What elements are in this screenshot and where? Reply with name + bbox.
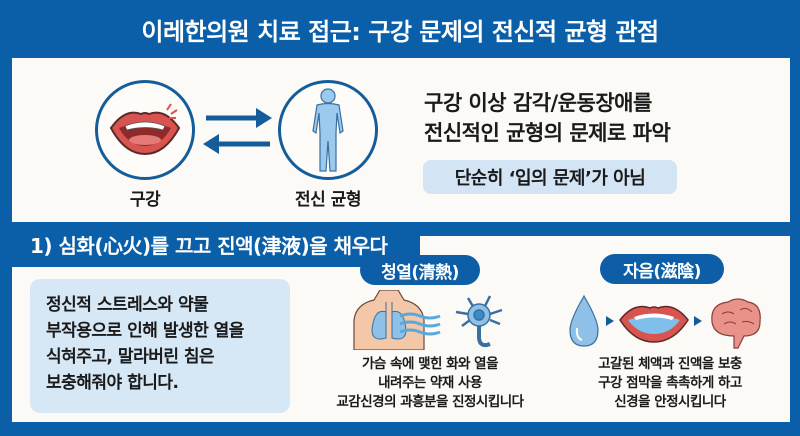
body-node (278, 80, 378, 180)
note-line: 보충해줘야 합니다. (46, 373, 179, 393)
desc-line: 교감신경의 과흥분을 진정시킵니다 (336, 394, 524, 410)
headline-line-2: 전신적인 균형의 문제로 파악 (424, 121, 671, 145)
body-balance-label: 전신 균형 (295, 190, 361, 210)
mouth-icon (109, 103, 181, 156)
clear-heat-icons (353, 290, 503, 350)
note-line: 정신적 스트레스와 약물 (46, 295, 209, 315)
arrow-right-icon (694, 316, 702, 326)
section-1-title: 1) 심화(心火)를 끄고 진액(津液)을 채우다 (30, 234, 388, 258)
section-1-note: 정신적 스트레스와 약물 부작용으로 인해 발생한 열을 식혀주고, 말라버린 … (30, 279, 290, 413)
clear-heat-pill: 청열(清熱) (360, 255, 480, 285)
desc-line: 구강 점막을 촉촉하게 하고 (598, 375, 742, 391)
overview-headline: 구강 이상 감각/운동장애를 전신적인 균형의 문제로 파악 (424, 88, 671, 148)
neuron-icon (455, 295, 503, 348)
desc-line: 신경을 안정시킵니다 (614, 394, 726, 410)
nourish-yin-description: 고갈된 체액과 진액을 보충 구강 점막을 촉촉하게 하고 신경을 안정시킵니다 (560, 355, 780, 412)
note-line: 식혀주고, 말라버린 침은 (46, 347, 215, 367)
desc-line: 내려주는 약재 사용 (378, 375, 482, 391)
water-drop-icon (569, 294, 599, 347)
note-line: 부작용으로 인해 발생한 열을 (46, 321, 244, 341)
mouth-label: 구강 (129, 190, 161, 210)
mouth-node (95, 80, 195, 180)
arrow-right-icon (606, 316, 614, 326)
nourish-yin-icons (569, 294, 761, 349)
not-just-mouth-chip: 단순히 ‘입의 문제’가 아님 (423, 160, 677, 194)
wind-waves-icon (399, 312, 441, 336)
page-title: 이레한의원 치료 접근: 구강 문제의 전신적 균형 관점 (141, 17, 659, 46)
mouth-moist-icon (619, 305, 689, 343)
brain-icon (711, 298, 761, 349)
bidirectional-arrows-icon (203, 108, 272, 154)
desc-line: 고갈된 체액과 진액을 보충 (598, 356, 742, 372)
headline-line-1: 구강 이상 감각/운동장애를 (424, 91, 652, 115)
human-body-icon (312, 88, 344, 172)
chest-lungs-icon (353, 290, 425, 350)
clear-heat-description: 가슴 속에 맺힌 화와 열을 내려주는 약재 사용 교감신경의 과흥분을 진정시… (300, 355, 560, 412)
desc-line: 가슴 속에 맺힌 화와 열을 (362, 356, 499, 372)
nourish-yin-pill: 자음(滋陰) (600, 254, 724, 284)
